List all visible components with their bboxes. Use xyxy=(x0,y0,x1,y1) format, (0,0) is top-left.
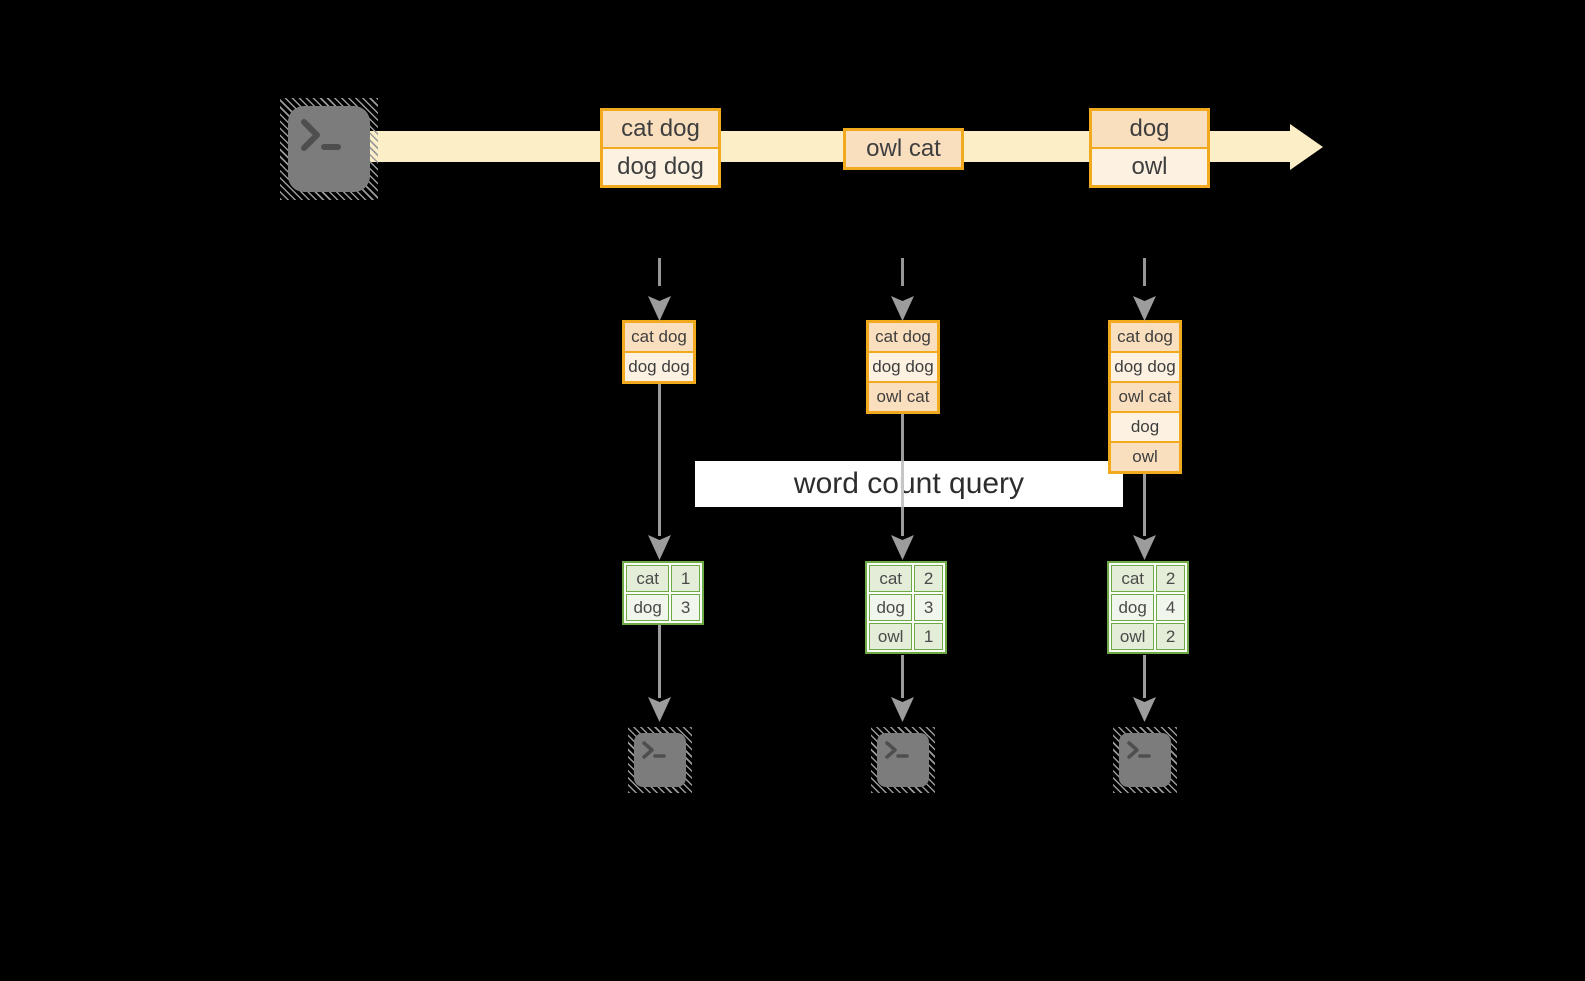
arrowhead-icon xyxy=(648,697,671,722)
count-cell: 2 xyxy=(1156,565,1185,592)
arrowhead-icon xyxy=(648,535,671,560)
buffer-item: cat dog xyxy=(869,323,937,351)
buffer-item: dog dog xyxy=(869,353,937,381)
word-cell: dog xyxy=(869,594,913,621)
buffer-item: owl cat xyxy=(1111,383,1179,411)
buffer-item: dog dog xyxy=(1111,353,1179,381)
buffer-item: cat dog xyxy=(625,323,693,351)
count-cell: 4 xyxy=(1156,594,1185,621)
count-cell: 3 xyxy=(914,594,943,621)
word-cell: owl xyxy=(869,623,913,650)
dashed-arrowhead-icon xyxy=(648,296,671,321)
connector-line xyxy=(1143,474,1146,536)
arrowhead-icon xyxy=(1133,535,1156,560)
table-row: cat 2 xyxy=(1110,564,1186,593)
buffer-stack-1: cat dog dog dog xyxy=(622,320,696,384)
table-row: owl 2 xyxy=(1110,622,1186,651)
event-line: owl cat xyxy=(846,131,961,167)
buffer-item: dog dog xyxy=(625,353,693,381)
table-row: dog 3 xyxy=(868,593,944,622)
event-line: dog dog xyxy=(603,149,718,185)
table-row: dog 3 xyxy=(625,593,701,622)
buffer-stack-2: cat dog dog dog owl cat xyxy=(866,320,940,414)
stream-event-2: owl cat xyxy=(843,128,964,170)
terminal-screen xyxy=(288,106,370,192)
connector-line-through-banner xyxy=(901,461,904,507)
query-label: word count query xyxy=(695,461,1123,507)
count-table-1: cat 1 dog 3 xyxy=(622,561,704,625)
event-line: owl xyxy=(1092,149,1207,185)
count-cell: 1 xyxy=(671,565,700,592)
terminal-screen xyxy=(877,733,929,787)
dashed-arrowhead-icon xyxy=(891,296,914,321)
terminal-screen xyxy=(634,733,686,787)
terminal-prompt-icon xyxy=(885,741,909,759)
sink-terminal-icon-2 xyxy=(871,727,935,793)
dashed-arrowhead-icon xyxy=(1133,296,1156,321)
stream-arrowhead-icon xyxy=(1290,124,1323,170)
sink-terminal-icon-3 xyxy=(1113,727,1177,793)
word-cell: cat xyxy=(626,565,670,592)
terminal-prompt-icon xyxy=(642,741,666,759)
table-row: owl 1 xyxy=(868,622,944,651)
buffer-stack-3: cat dog dog dog owl cat dog owl xyxy=(1108,320,1182,474)
connector-line xyxy=(658,384,661,536)
connector-line xyxy=(1143,655,1146,698)
word-cell: cat xyxy=(1111,565,1155,592)
count-table-2: cat 2 dog 3 owl 1 xyxy=(865,561,947,654)
dashed-arrow-line xyxy=(1143,258,1146,286)
word-cell: dog xyxy=(626,594,670,621)
arrowhead-icon xyxy=(891,697,914,722)
stream-event-1: cat dog dog dog xyxy=(600,108,721,188)
count-cell: 2 xyxy=(1156,623,1185,650)
terminal-prompt-icon xyxy=(1127,741,1151,759)
dashed-arrow-line xyxy=(658,258,661,286)
word-cell: cat xyxy=(869,565,913,592)
count-cell: 2 xyxy=(914,565,943,592)
stream-event-3: dog owl xyxy=(1089,108,1210,188)
terminal-prompt-icon xyxy=(301,119,341,151)
word-cell: owl xyxy=(1111,623,1155,650)
sink-terminal-icon-1 xyxy=(628,727,692,793)
buffer-item: dog xyxy=(1111,413,1179,441)
connector-line xyxy=(901,655,904,698)
dashed-arrow-line xyxy=(901,258,904,286)
buffer-item: owl xyxy=(1111,443,1179,471)
source-terminal-icon xyxy=(280,98,378,200)
table-row: cat 1 xyxy=(625,564,701,593)
event-line: cat dog xyxy=(603,111,718,147)
buffer-item: owl cat xyxy=(869,383,937,411)
table-row: dog 4 xyxy=(1110,593,1186,622)
terminal-screen xyxy=(1119,733,1171,787)
buffer-item: cat dog xyxy=(1111,323,1179,351)
arrowhead-icon xyxy=(1133,697,1156,722)
count-cell: 1 xyxy=(914,623,943,650)
connector-line xyxy=(658,625,661,698)
event-line: dog xyxy=(1092,111,1207,147)
arrowhead-icon xyxy=(891,535,914,560)
count-cell: 3 xyxy=(671,594,700,621)
table-row: cat 2 xyxy=(868,564,944,593)
word-cell: dog xyxy=(1111,594,1155,621)
count-table-3: cat 2 dog 4 owl 2 xyxy=(1107,561,1189,654)
